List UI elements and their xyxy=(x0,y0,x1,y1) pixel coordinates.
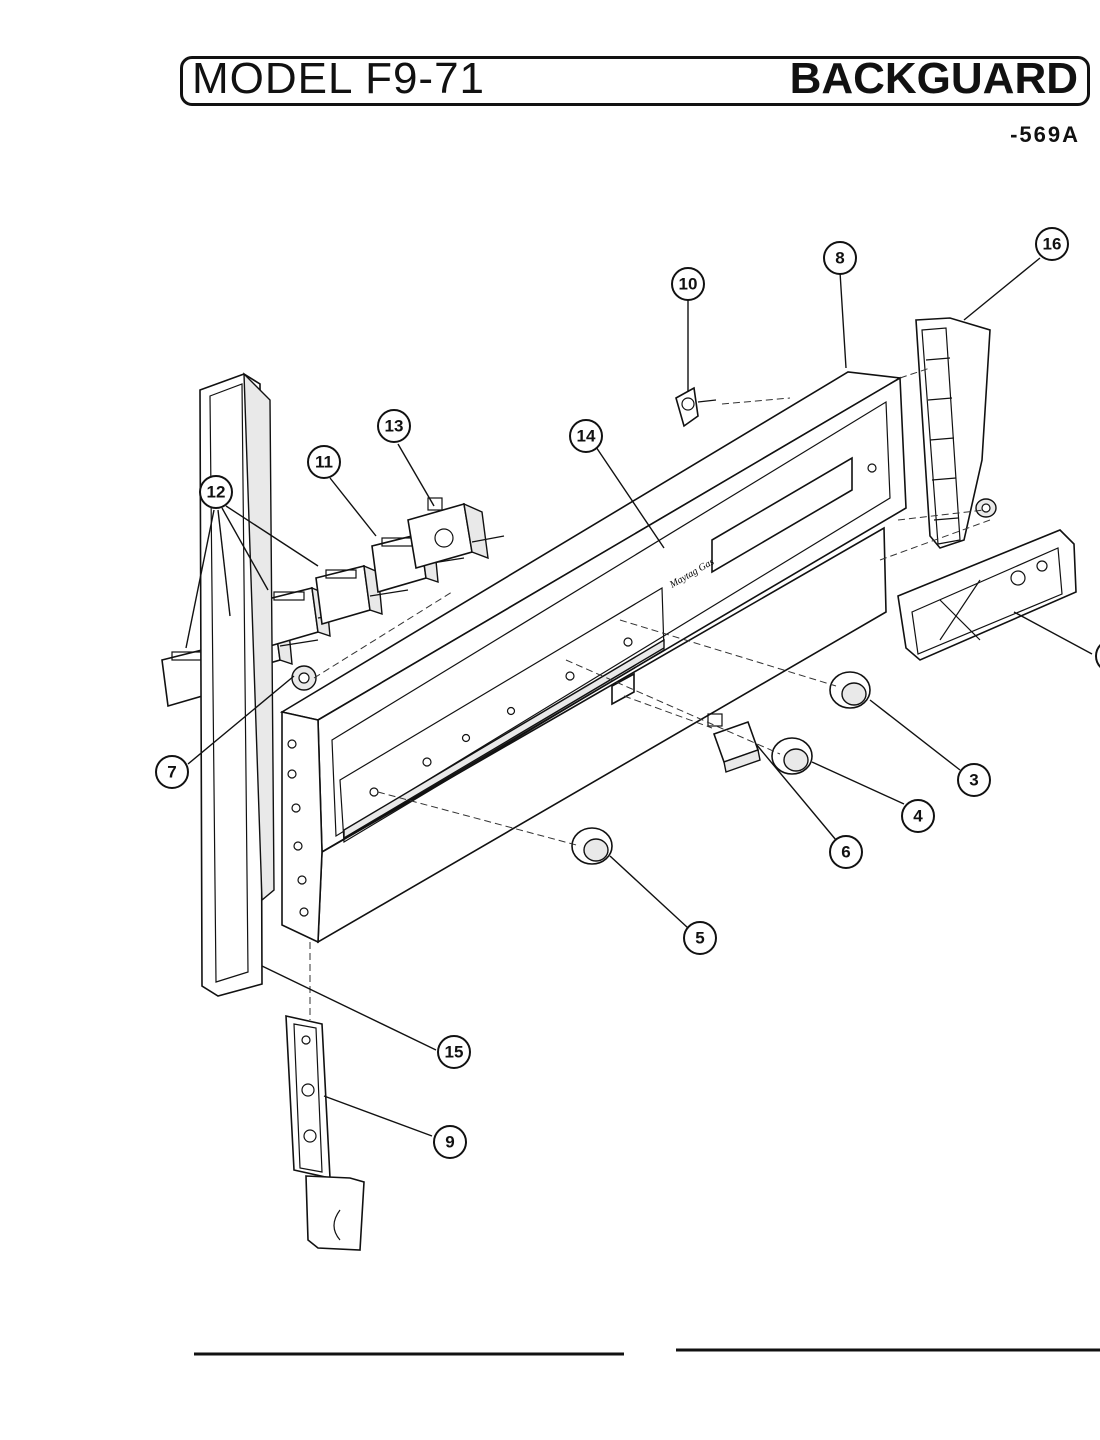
header-frame xyxy=(180,56,1090,106)
svg-text:9: 9 xyxy=(445,1133,454,1152)
rocker-switch-6 xyxy=(707,713,761,773)
control-housing xyxy=(897,529,1077,661)
svg-text:14: 14 xyxy=(577,427,596,446)
svg-text:3: 3 xyxy=(969,771,978,790)
svg-text:11: 11 xyxy=(315,453,333,472)
end-cap-15 xyxy=(199,372,275,997)
svg-text:6: 6 xyxy=(841,843,850,862)
svg-text:5: 5 xyxy=(695,929,704,948)
bracket-9 xyxy=(285,1014,365,1251)
svg-text:4: 4 xyxy=(913,807,923,826)
callout-5: 5 xyxy=(683,921,717,955)
callout-7: 7 xyxy=(155,755,189,789)
svg-text:13: 13 xyxy=(385,417,404,436)
end-cap-16 xyxy=(915,317,991,549)
model-title: MODEL F9-71 xyxy=(192,54,486,103)
knob-4 xyxy=(771,737,813,775)
svg-text:10: 10 xyxy=(679,275,698,294)
svg-text:8: 8 xyxy=(835,249,844,268)
svg-text:16: 16 xyxy=(1043,235,1062,254)
selector-switch-13 xyxy=(407,497,505,570)
leader-lines xyxy=(185,257,1093,1137)
callout-10: 10 xyxy=(671,267,705,301)
bracket-10 xyxy=(675,386,717,428)
callout-9: 9 xyxy=(433,1125,467,1159)
diagram-code: -569A xyxy=(1010,122,1080,147)
callout-12: 12 xyxy=(199,475,233,509)
callout-16: 16 xyxy=(1035,227,1069,261)
callout-cropped xyxy=(1095,643,1100,669)
nut xyxy=(975,498,997,518)
hub-7 xyxy=(291,665,317,691)
assembly-lines xyxy=(309,367,991,1020)
svg-text:12: 12 xyxy=(207,483,226,502)
backguard-panel xyxy=(279,371,907,944)
callout-15: 15 xyxy=(437,1035,471,1069)
callout-8: 8 xyxy=(823,241,857,275)
section-title: BACKGUARD xyxy=(789,54,1078,103)
callout-4: 4 xyxy=(901,799,935,833)
svg-text:7: 7 xyxy=(167,763,176,782)
callout-14: 14 xyxy=(569,419,603,453)
svg-text:15: 15 xyxy=(445,1043,464,1062)
callout-11: 11 xyxy=(307,445,341,479)
callout-13: 13 xyxy=(377,409,411,443)
knob-3 xyxy=(829,671,871,709)
knob-5 xyxy=(571,827,613,865)
callout-3: 3 xyxy=(957,763,991,797)
callout-6: 6 xyxy=(829,835,863,869)
